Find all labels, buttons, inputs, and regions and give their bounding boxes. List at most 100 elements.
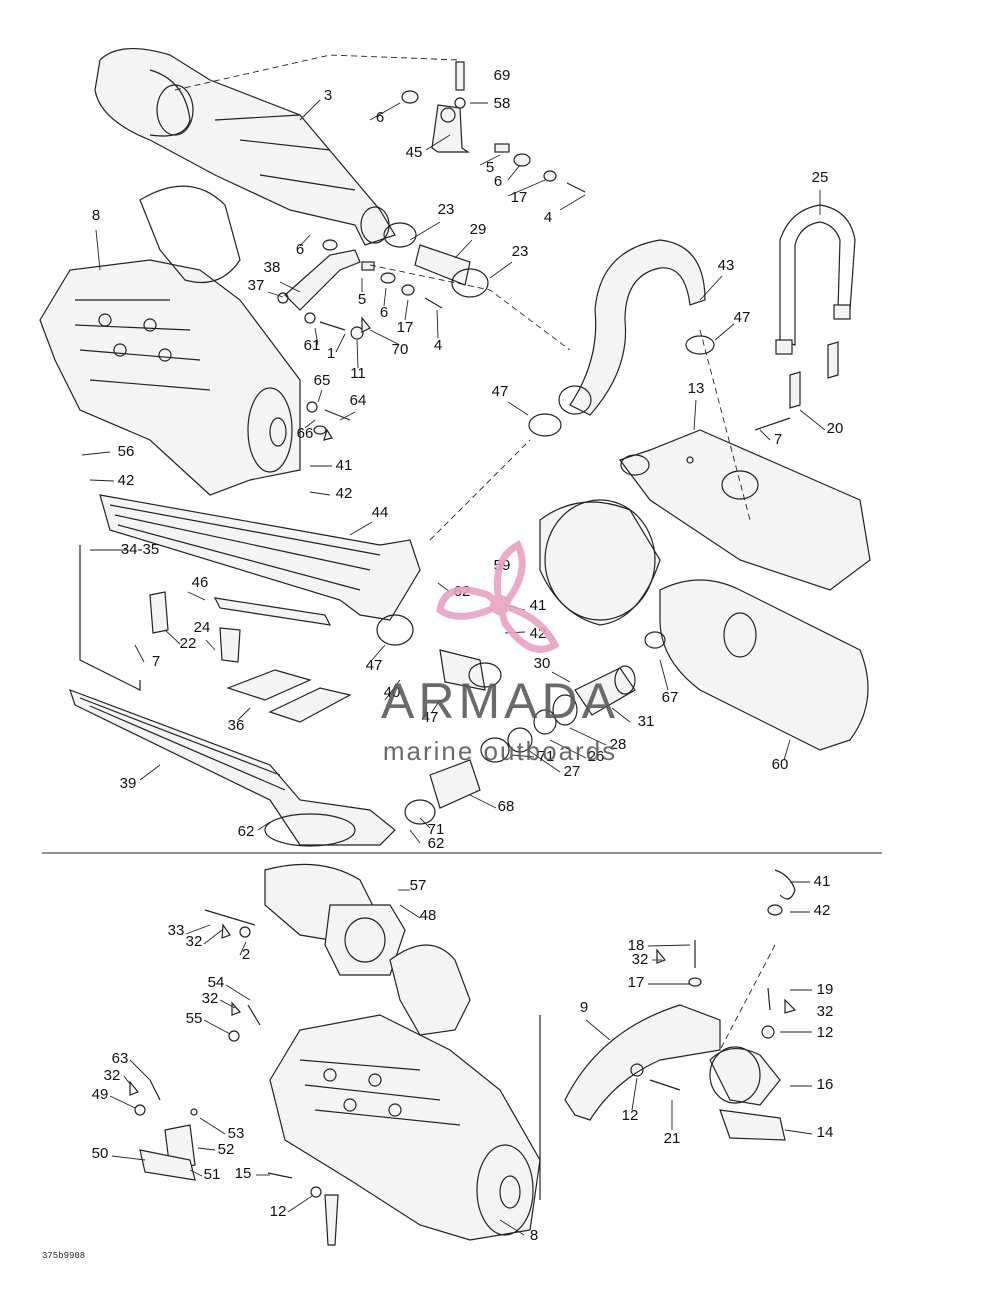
leader-line (279, 281, 301, 293)
leader-line (693, 399, 697, 431)
callout-number: 41 (814, 873, 831, 890)
leader-line (454, 239, 473, 259)
leader-line (384, 679, 401, 701)
callout-number: 42 (814, 902, 831, 919)
callout-number: 18 (628, 937, 645, 954)
callout-number: 9 (580, 999, 588, 1016)
leader-line (219, 999, 236, 1009)
callout-number: 54 (208, 974, 225, 991)
callout-number: 39 (120, 775, 137, 792)
callout-number: 42 (118, 472, 135, 489)
leader-line (399, 904, 421, 919)
leader-line (111, 1155, 146, 1161)
leader-line (425, 134, 451, 151)
callout-number: 41 (530, 597, 547, 614)
leader-line (335, 333, 346, 353)
leader-line (549, 739, 587, 759)
callout-number: 23 (438, 201, 455, 218)
callout-number: 47 (734, 309, 751, 326)
leader-line (507, 401, 529, 416)
callout-number: 32 (632, 951, 649, 968)
outlet-parts (376, 614, 636, 825)
callout-number: 47 (366, 657, 383, 674)
leader-line (309, 491, 331, 496)
callout-number: 58 (494, 95, 511, 112)
leader-line (469, 794, 497, 809)
leader-line (225, 984, 251, 1001)
clamps-sleeve (383, 222, 489, 298)
callout-number: 41 (336, 457, 353, 474)
watermark-brand: ARMADA (381, 673, 619, 729)
callout-number: 20 (827, 420, 844, 437)
leader-line (339, 411, 356, 421)
leader-line (81, 451, 111, 456)
leader-line (317, 389, 323, 403)
leader-line (507, 179, 546, 197)
leader-line (129, 1059, 151, 1081)
callout-number: 16 (817, 1076, 834, 1093)
callout-number: 19 (817, 981, 834, 998)
callout-number: 28 (610, 736, 627, 753)
callout-number: 60 (772, 756, 789, 773)
watermark-tagline: marine outboards (383, 736, 617, 766)
leader-line (356, 339, 359, 369)
callout-number: 32 (817, 1003, 834, 1020)
callout-number: 14 (817, 1124, 834, 1141)
leader-line (759, 429, 771, 441)
leader-line (404, 299, 409, 321)
callout-number: 17 (397, 319, 414, 336)
callout-number: 11 (350, 365, 366, 382)
leader-line (189, 1169, 203, 1177)
leader-line (299, 234, 311, 247)
callout-number: 37 (248, 277, 265, 294)
callout-number: 50 (92, 1145, 109, 1162)
callout-number: 61 (304, 337, 321, 354)
leader-line (109, 1095, 136, 1109)
leader-line (304, 419, 316, 429)
leader-line (647, 944, 691, 947)
callout-number: 71 (428, 821, 445, 838)
callout-number: 1 (327, 345, 335, 362)
callout-number: 47 (422, 709, 439, 726)
callout-number: 6 (380, 304, 388, 321)
callout-number: 64 (350, 392, 367, 409)
leader-line (611, 707, 631, 723)
callout-number: 32 (186, 933, 203, 950)
leader-line (511, 754, 535, 758)
leader-line (631, 1077, 638, 1111)
callout-number: 7 (152, 653, 160, 670)
watermark: ARMADA marine outboards (381, 540, 619, 766)
callout-number: 45 (406, 144, 423, 161)
callout-number: 4 (544, 209, 552, 226)
callout-number: 47 (492, 383, 509, 400)
leader-line (489, 261, 513, 279)
leader-line (409, 829, 421, 844)
muffler-upper (619, 429, 871, 591)
leader-line (507, 164, 521, 181)
leader-line (314, 327, 319, 346)
leader-line (799, 409, 826, 431)
leader-line (237, 707, 251, 721)
callout-number: 69 (494, 67, 511, 84)
callout-number: 43 (718, 257, 735, 274)
leader-line (199, 1117, 226, 1135)
callout-number: 6 (296, 241, 304, 258)
callout-number: 6 (376, 109, 384, 126)
callout-number: 27 (564, 763, 581, 780)
lower-left-hardware (129, 909, 339, 1246)
callout-number: 4 (434, 337, 442, 354)
leader-line (267, 291, 284, 298)
leader-line (714, 323, 735, 341)
leader-line (95, 229, 101, 271)
leader-line (371, 644, 386, 661)
leader-line (431, 699, 441, 713)
leader-line (783, 739, 791, 761)
lower-assembly (129, 863, 797, 1246)
leader-line (699, 275, 723, 301)
callout-number: 63 (112, 1050, 129, 1067)
callout-number: 38 (264, 259, 281, 276)
callout-number: 3 (324, 87, 332, 104)
leader-line (569, 727, 607, 746)
bend-tube (528, 239, 715, 437)
leader-line (89, 479, 115, 482)
